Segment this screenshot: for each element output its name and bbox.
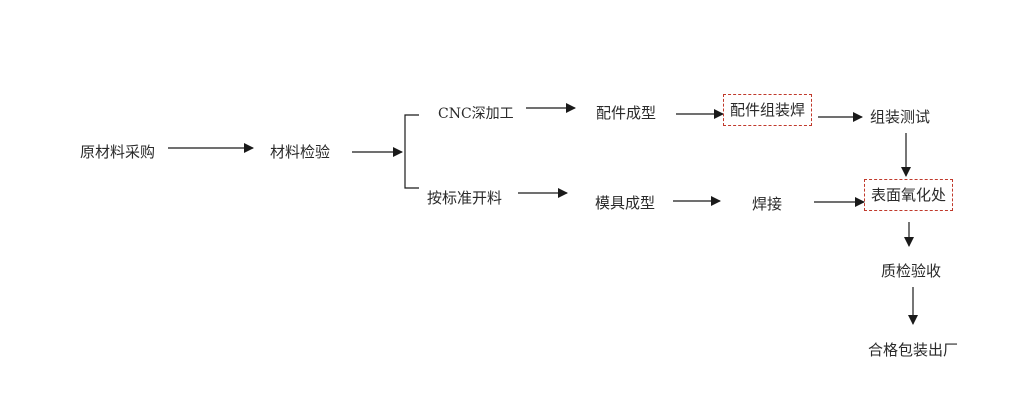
node-surface-oxidation: 表面氧化处 xyxy=(864,179,954,211)
node-quality-check: 质检验收 xyxy=(881,262,942,280)
node-raw-purchase: 原材料采购 xyxy=(80,143,156,161)
node-qualified-package-ship: 合格包装出厂 xyxy=(868,341,959,359)
node-part-forming: 配件成型 xyxy=(596,104,657,122)
node-welding: 焊接 xyxy=(752,195,783,213)
node-mold-forming: 模具成型 xyxy=(595,194,656,212)
node-cnc-machining: CNC深加工 xyxy=(438,106,514,122)
split-bracket xyxy=(404,114,419,189)
node-material-inspection: 材料检验 xyxy=(270,143,331,161)
node-cut-by-standard: 按标准开料 xyxy=(427,189,503,207)
node-part-assembly-weld: 配件组装焊 xyxy=(723,94,813,126)
node-assembly-test: 组装测试 xyxy=(870,108,931,126)
